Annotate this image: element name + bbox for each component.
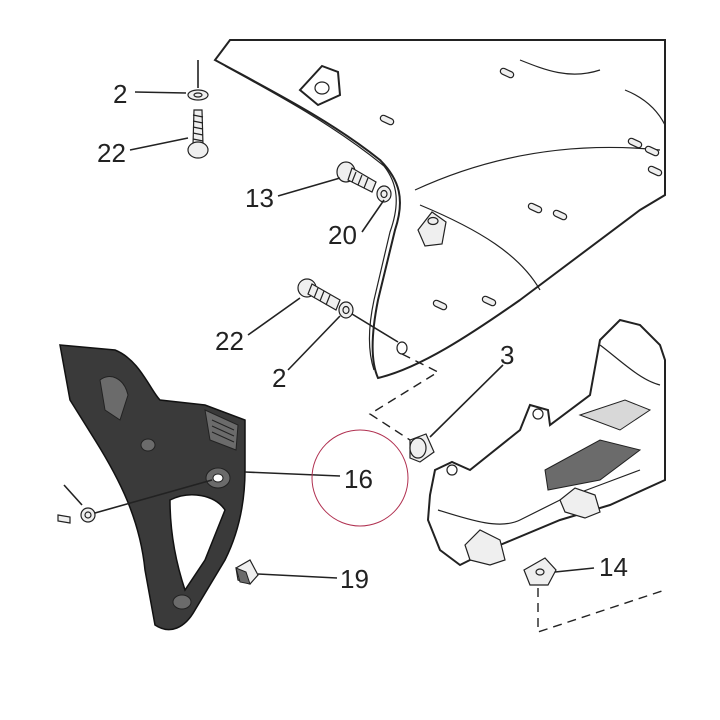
panel-slots	[379, 67, 663, 311]
callout-2-top: 2	[113, 79, 127, 109]
clip-nut-icon	[523, 557, 557, 586]
lower-bracket-assembly	[426, 318, 666, 567]
callout-16: 16	[344, 464, 373, 494]
callout-19: 19	[340, 564, 369, 594]
callout-2-middle: 2	[272, 363, 286, 393]
clip-nut-icon	[235, 559, 259, 585]
upper-body-panel	[213, 39, 666, 380]
bolt-icon	[336, 161, 377, 193]
callout-22-middle: 22	[215, 326, 244, 356]
screw-icon	[57, 507, 96, 524]
washer-icon	[376, 185, 392, 203]
bolt-icon	[297, 278, 341, 311]
highlight-circle	[311, 429, 409, 527]
washer-icon	[338, 301, 354, 319]
callout-14: 14	[599, 552, 628, 582]
callout-3: 3	[500, 340, 514, 370]
side-cover-part-16	[59, 344, 246, 631]
grommet-icon	[409, 433, 435, 463]
callout-20: 20	[328, 220, 357, 250]
callout-13: 13	[245, 183, 274, 213]
leader-lines	[129, 91, 595, 579]
washer-icon	[187, 89, 209, 101]
screw-icon	[187, 109, 209, 159]
callout-22-top: 22	[97, 138, 126, 168]
